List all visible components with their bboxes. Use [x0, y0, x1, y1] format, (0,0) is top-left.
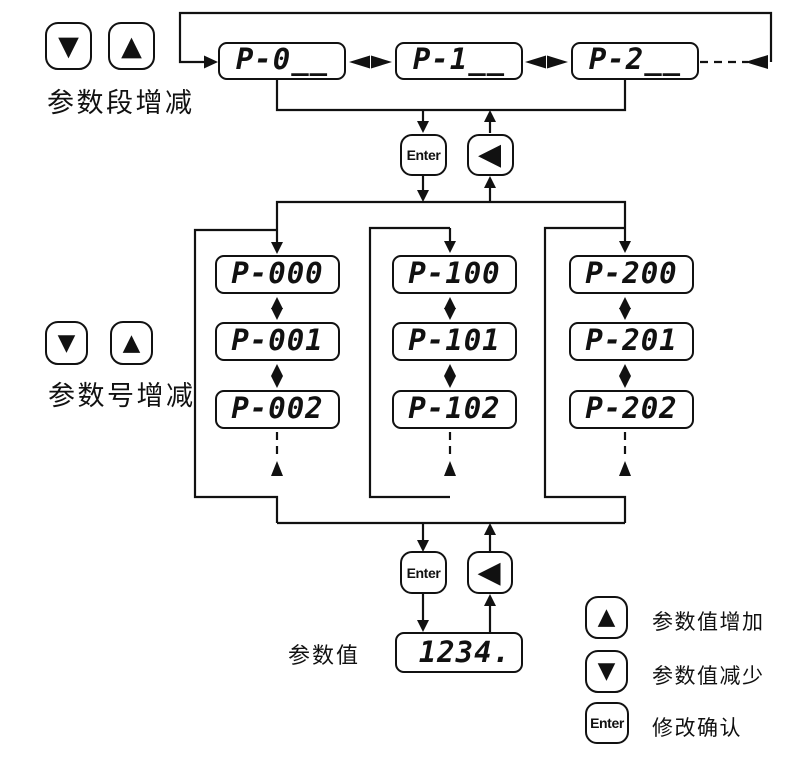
- legend-enter-label: 修改确认: [652, 717, 742, 740]
- down-triangle-icon: ▼: [597, 658, 616, 684]
- value-display-value: 1234.: [418, 634, 511, 669]
- param-display-p000: P-000: [215, 255, 340, 294]
- param-display-p001: P-001: [215, 322, 340, 361]
- legend-enter-button[interactable]: Enter: [585, 702, 629, 744]
- param-display-p001-value: P-001: [231, 322, 324, 357]
- param-display-p100-value: P-100: [408, 255, 501, 290]
- value-label: 参数值: [288, 643, 361, 668]
- segment-up-button[interactable]: ▲: [108, 22, 155, 70]
- back-button-top[interactable]: ◀: [467, 134, 514, 176]
- up-triangle-icon: ▲: [121, 30, 142, 62]
- segment-display-p2-value: P-2__: [588, 42, 682, 76]
- param-display-p102-value: P-102: [408, 390, 501, 425]
- param-display-p101-value: P-101: [408, 322, 501, 357]
- legend-down-label: 参数值减少: [652, 665, 765, 688]
- enter-button-bottom-label: Enter: [406, 564, 441, 581]
- down-triangle-icon: ▼: [58, 30, 79, 62]
- param-display-p100: P-100: [392, 255, 517, 294]
- segment-controls-label: 参数段增减: [47, 88, 195, 118]
- up-triangle-icon: ▲: [122, 329, 141, 356]
- back-triangle-icon: ◀: [477, 137, 502, 172]
- segment-display-p0: P-0__: [218, 42, 346, 80]
- param-display-p200: P-200: [569, 255, 694, 294]
- segment-display-p1: P-1__: [395, 42, 523, 80]
- param-display-p201: P-201: [569, 322, 694, 361]
- param-display-p002-value: P-002: [231, 390, 324, 425]
- param-display-p101: P-101: [392, 322, 517, 361]
- legend-up-label: 参数值增加: [652, 611, 765, 634]
- number-up-button[interactable]: ▲: [110, 321, 153, 365]
- param-display-p000-value: P-000: [231, 255, 324, 290]
- segment-display-p0-value: P-0__: [235, 42, 329, 76]
- enter-button-top-label: Enter: [406, 147, 441, 163]
- up-triangle-icon: ▲: [597, 604, 616, 630]
- number-controls-label: 参数号增减: [48, 381, 196, 411]
- segment-display-p2: P-2__: [571, 42, 699, 80]
- legend-up-button[interactable]: ▲: [585, 596, 628, 639]
- param-display-p200-value: P-200: [585, 255, 678, 290]
- enter-button-top[interactable]: Enter: [400, 134, 447, 176]
- enter-button-bottom[interactable]: Enter: [400, 551, 447, 594]
- legend-enter-button-label: Enter: [590, 715, 624, 731]
- back-button-bottom[interactable]: ◀: [467, 551, 513, 594]
- param-display-p202: P-202: [569, 390, 694, 429]
- value-display: 1234.: [395, 632, 523, 673]
- segment-display-p1-value: P-1__: [412, 42, 506, 76]
- legend-down-button[interactable]: ▼: [585, 650, 628, 693]
- back-triangle-icon: ◀: [477, 554, 501, 590]
- param-display-p202-value: P-202: [585, 390, 678, 425]
- down-triangle-icon: ▼: [57, 329, 76, 356]
- param-display-p201-value: P-201: [585, 322, 678, 357]
- param-display-p002: P-002: [215, 390, 340, 429]
- segment-down-button[interactable]: ▼: [45, 22, 92, 70]
- number-down-button[interactable]: ▼: [45, 321, 88, 365]
- param-display-p102: P-102: [392, 390, 517, 429]
